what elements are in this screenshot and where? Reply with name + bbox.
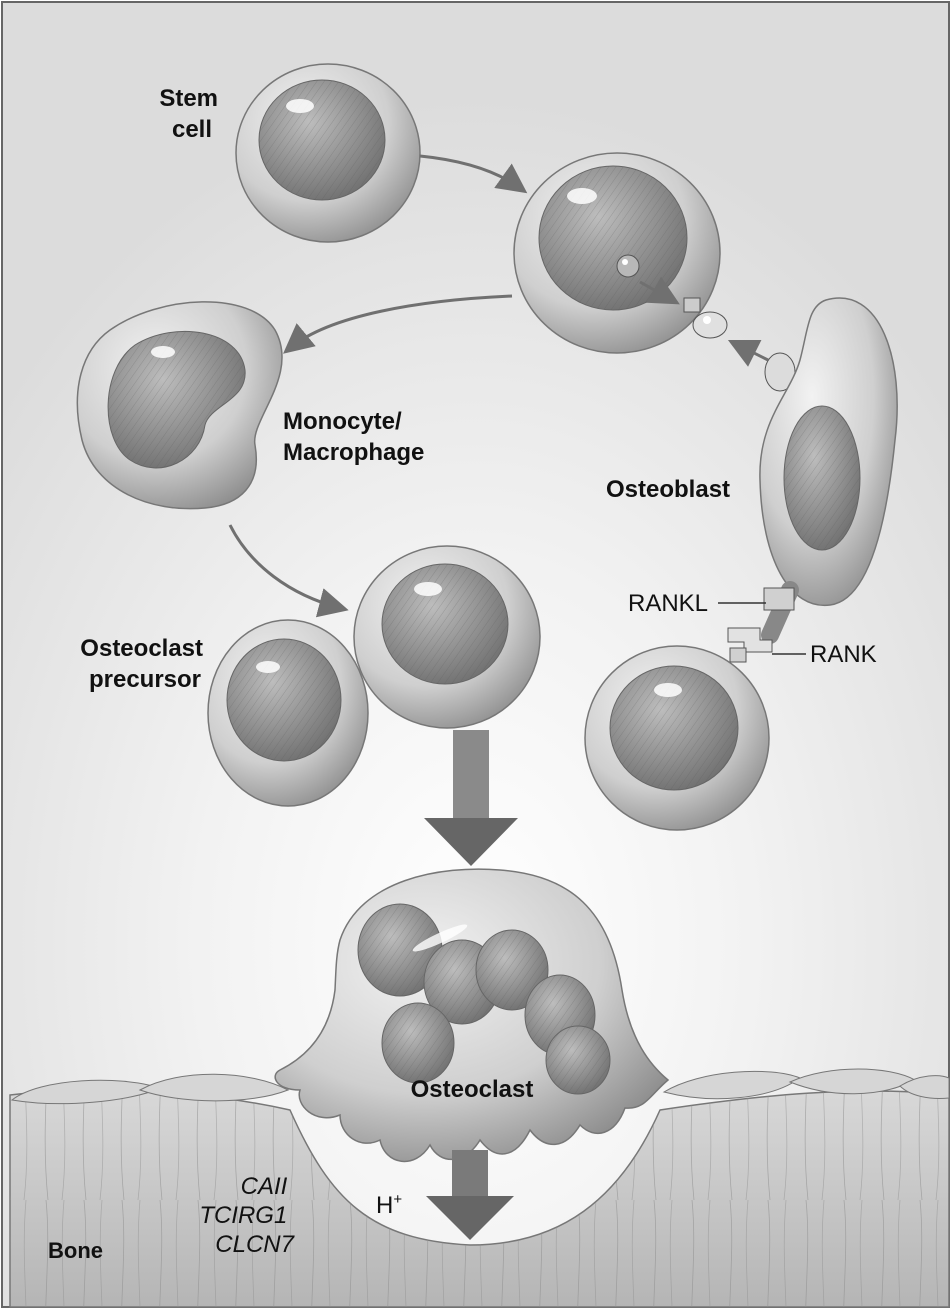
label-rankl: RANKL xyxy=(628,590,708,617)
osteoclast-precursor-cell-right xyxy=(354,546,540,728)
label-osteoclast: Osteoclast xyxy=(411,1076,534,1103)
monocyte-macrophage-cell xyxy=(77,302,282,509)
label-osteoblast: Osteoblast xyxy=(606,476,730,503)
stem-cell xyxy=(236,64,420,242)
rank-bearing-precursor-cell xyxy=(585,646,769,830)
intermediate-cell xyxy=(514,153,720,353)
label-rank: RANK xyxy=(810,641,877,668)
label-bone: Bone xyxy=(48,1238,103,1263)
osteoclast-precursor-cell-left xyxy=(208,620,368,806)
